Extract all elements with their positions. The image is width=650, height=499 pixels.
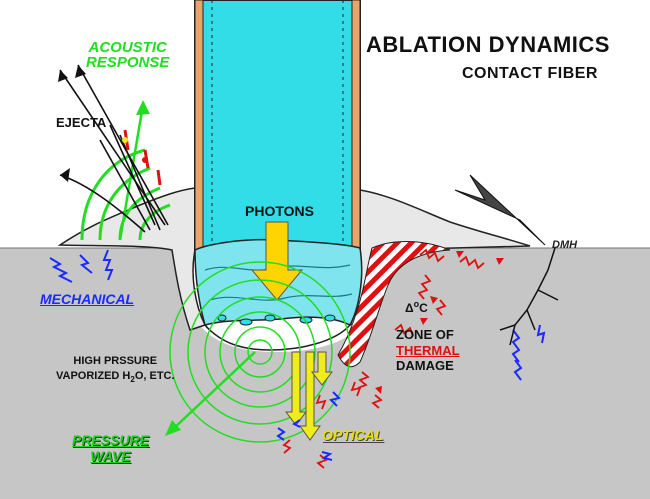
debris-flake: [454, 174, 546, 246]
diagram-title: ABLATION DYNAMICS: [366, 32, 610, 57]
celsius-symbol: C: [419, 301, 428, 315]
acoustic-line2: RESPONSE: [86, 54, 170, 71]
thermal-arrowheads: [375, 251, 504, 394]
tissue-cracks: [499, 247, 559, 346]
photons-label: PHOTONS: [245, 203, 314, 219]
high-pressure-line2: VAPORIZED H: [56, 370, 131, 383]
high-pressure-subscript: 2: [130, 375, 135, 385]
high-pressure-tail: O, ETC.: [134, 370, 175, 383]
mechanical-bolts: [49, 249, 546, 461]
delta-symbol: Δ: [405, 301, 414, 315]
fiber-cladding-right: [351, 0, 361, 251]
pressure-wave-arrow: [171, 351, 256, 431]
diagram-subtitle: CONTACT FIBER: [462, 65, 598, 82]
thermal-squiggles: [282, 248, 485, 469]
high-pressure-label: HIGH PRSSURE VAPORIZED H2O, ETC.: [56, 354, 175, 386]
pressure-line1: PRESSURE: [72, 432, 150, 448]
artist-signature: DMH: [552, 239, 578, 251]
acoustic-response-label: ACOUSTIC RESPONSE: [86, 40, 169, 70]
ejecta-arrows: [59, 64, 169, 233]
delta-temperature-label: ΔoC: [405, 299, 428, 315]
pressure-line2: WAVE: [90, 448, 131, 465]
acoustic-line1: ACOUSTIC: [88, 39, 167, 56]
degree-symbol: o: [413, 299, 420, 309]
zone-line3: DAMAGE: [396, 358, 454, 374]
optical-label: OPTICAL: [322, 427, 384, 443]
fiber-cladding-left: [194, 0, 204, 251]
zone-line2: THERMAL: [396, 342, 460, 358]
mechanical-label: MECHANICAL: [40, 291, 135, 307]
zone-line1: ZONE OF: [396, 327, 454, 342]
high-pressure-line1: HIGH PRSSURE: [73, 355, 158, 367]
thermal-damage-label: ZONE OF THERMAL DAMAGE: [396, 327, 460, 374]
ejecta-label: EJECTA: [56, 115, 107, 130]
pressure-wave-label: PRESSURE WAVE: [72, 432, 149, 464]
optical-arrows: [284, 351, 334, 441]
thermal-damage-zone: [337, 241, 451, 368]
pressure-wave-circles: [169, 261, 351, 443]
